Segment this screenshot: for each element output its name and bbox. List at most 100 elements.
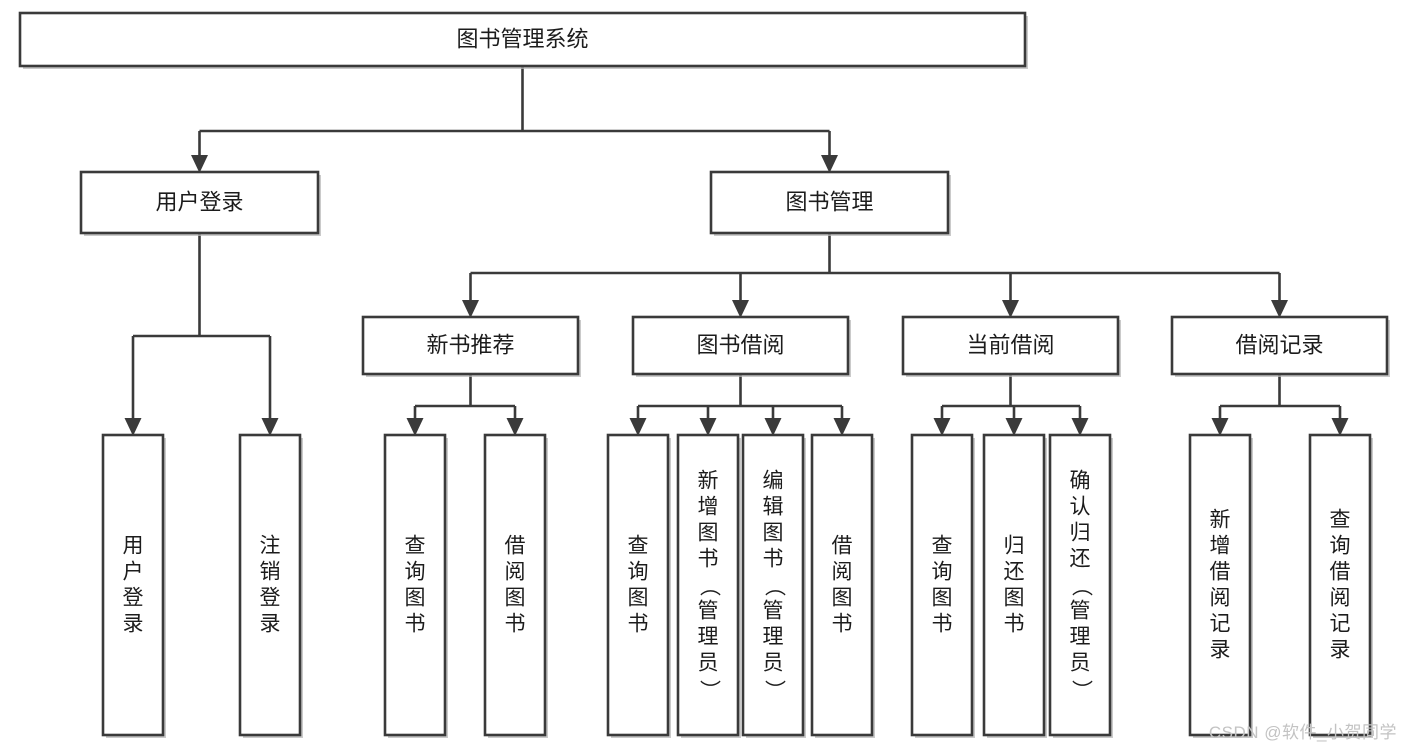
node-rect[interactable] — [383, 433, 447, 737]
node-label: 图书管理系统 — [456, 26, 588, 51]
node-rect[interactable] — [709, 170, 950, 235]
node-label-char: 图 — [628, 587, 649, 610]
arrow-head-icon — [191, 155, 208, 173]
node-label-char: 图 — [1004, 587, 1025, 610]
node-label-char: 员 — [1070, 652, 1091, 675]
node-label-char: 理 — [763, 626, 784, 649]
node-label-char: 借 — [1210, 561, 1231, 584]
node-label-char: 书 — [932, 613, 953, 636]
arrow-head-icon — [1211, 418, 1229, 436]
node-label-char: 图 — [405, 587, 426, 610]
node-rect[interactable] — [361, 315, 580, 376]
edge-group-borrow — [629, 374, 851, 436]
node-label-char: 理 — [698, 626, 719, 649]
arrow-head-icon — [699, 418, 717, 436]
arrow-head-icon — [1331, 418, 1349, 436]
node-label: 新书推荐 — [426, 332, 514, 357]
node-label-char: 书 — [628, 613, 649, 636]
node-label-char: 理 — [1070, 626, 1091, 649]
node-label-char: 归 — [1070, 522, 1091, 545]
node-login[interactable]: 用户登录 — [79, 170, 321, 236]
node-label-char: 图 — [698, 522, 719, 545]
node-label-char: 归 — [1004, 535, 1025, 558]
node-rect[interactable] — [810, 433, 874, 737]
node-label-char: 记 — [1330, 613, 1351, 636]
node-rect[interactable] — [676, 433, 740, 737]
node-label-char: 阅 — [1210, 587, 1231, 610]
node-rect[interactable] — [982, 433, 1046, 737]
node-bookmgmt[interactable]: 图书管理 — [709, 170, 951, 236]
node-label-char: 阅 — [505, 561, 526, 584]
node-label: 借阅记录 — [1235, 332, 1323, 357]
node-label-char: 图 — [505, 587, 526, 610]
node-label-char: 书 — [832, 613, 853, 636]
arrow-head-icon — [833, 418, 851, 436]
node-label-char: 询 — [405, 561, 426, 584]
node-borrow[interactable]: 图书借阅 — [631, 315, 851, 377]
node-rect[interactable] — [79, 170, 320, 235]
arrow-head-icon — [506, 418, 524, 436]
node-label-char: （ — [762, 576, 785, 597]
node-records[interactable]: 借阅记录 — [1170, 315, 1390, 377]
node-rect[interactable] — [741, 433, 805, 737]
node-label-char: 录 — [1330, 639, 1351, 662]
node-rect[interactable] — [18, 11, 1027, 68]
node-rect[interactable] — [1188, 433, 1252, 737]
edges-layer — [124, 66, 1349, 436]
node-label-char: 还 — [1004, 561, 1025, 584]
arrow-head-icon — [933, 418, 951, 436]
node-label-char: 记 — [1210, 613, 1231, 636]
node-label-char: 增 — [698, 496, 719, 519]
node-label-char: 图 — [932, 587, 953, 610]
node-label-char: 书 — [1004, 613, 1025, 636]
node-label-char: 确 — [1070, 470, 1091, 493]
node-current[interactable]: 当前借阅 — [901, 315, 1121, 377]
node-rect[interactable] — [901, 315, 1120, 376]
node-newbook[interactable]: 新书推荐 — [361, 315, 581, 377]
node-label-char: 询 — [628, 561, 649, 584]
node-label-char: 管 — [763, 600, 784, 623]
node-rect[interactable] — [238, 433, 302, 737]
node-label-char: 用 — [123, 535, 144, 558]
node-rect[interactable] — [606, 433, 670, 737]
arrow-head-icon — [629, 418, 647, 436]
node-rect[interactable] — [483, 433, 547, 737]
node-label-char: 书 — [698, 548, 719, 571]
node-root[interactable]: 图书管理系统 — [18, 11, 1028, 69]
node-rect[interactable] — [101, 433, 165, 737]
node-rect[interactable] — [631, 315, 850, 376]
node-label-char: 录 — [1210, 639, 1231, 662]
node-label-char: 查 — [1330, 509, 1351, 532]
node-label-char: 辑 — [763, 496, 784, 519]
arrow-head-icon — [732, 300, 749, 318]
node-label-char: 图 — [832, 587, 853, 610]
node-rect[interactable] — [1048, 433, 1112, 737]
node-label-char: （ — [697, 576, 720, 597]
watermark-label: CSDN @软件_小贺同学 — [1208, 723, 1397, 742]
arrow-head-icon — [406, 418, 424, 436]
node-label-char: 户 — [123, 561, 144, 584]
edge-group-current — [933, 374, 1089, 436]
node-label: 图书借阅 — [696, 332, 784, 357]
node-label-char: 借 — [1330, 561, 1351, 584]
node-rect[interactable] — [1308, 433, 1372, 737]
node-label-char: 注 — [260, 535, 281, 558]
node-label-char: ） — [1069, 680, 1092, 701]
node-rect[interactable] — [1170, 315, 1389, 376]
node-rect[interactable] — [910, 433, 974, 737]
edge-group-login — [124, 233, 279, 436]
node-leaf-login-1[interactable]: 用户登录 — [101, 433, 166, 738]
